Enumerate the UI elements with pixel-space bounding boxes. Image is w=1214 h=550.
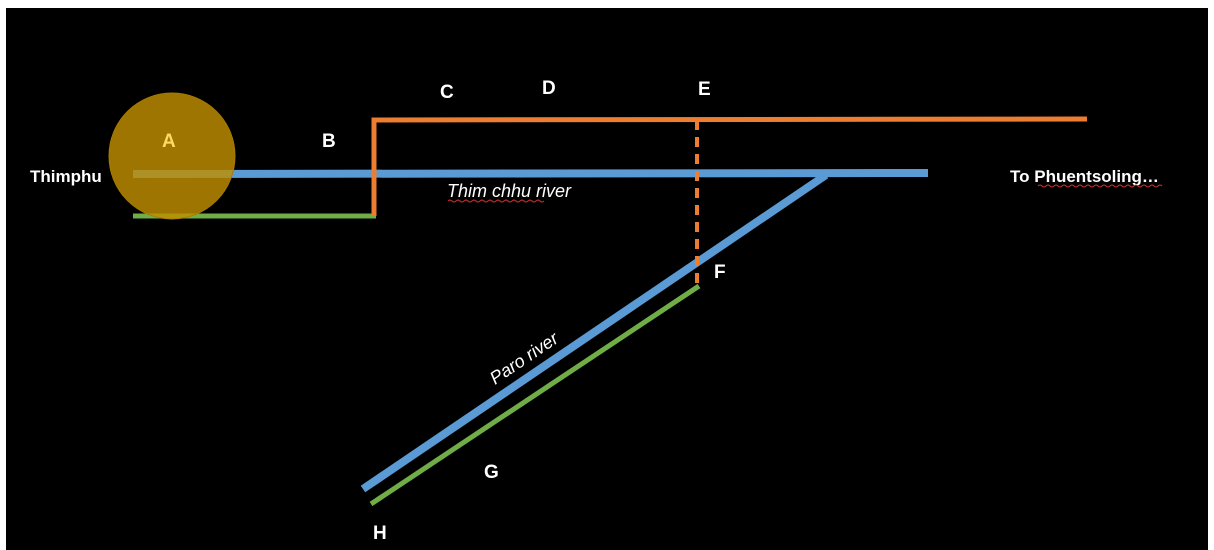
point-label-b: B [322, 131, 336, 152]
point-label-c: C [440, 82, 454, 103]
thim-chhu-river-line [132, 169, 929, 178]
paro-river-line [360, 171, 829, 493]
thimphu-area-circle [108, 92, 236, 220]
point-label-h: H [373, 523, 387, 544]
place-label-thimphu: Thimphu [30, 167, 102, 186]
phuentsholing-name: Phuentsoling… [1034, 167, 1159, 186]
to-prefix: To [1010, 167, 1034, 186]
orange-route-line [371, 116, 1088, 216]
point-label-g: G [484, 462, 499, 483]
diagram-canvas [6, 8, 1208, 550]
point-label-a: A [162, 131, 176, 152]
spellcheck-underline-phuentsholing [1037, 184, 1163, 188]
point-label-f: F [714, 262, 726, 283]
green-route-paro [369, 283, 701, 507]
river-label-thim-chhu: Thim chhu river [447, 181, 572, 201]
spellcheck-underline-thim-chhu [447, 199, 545, 203]
place-label-phuentsholing: To Phuentsoling… [1010, 167, 1159, 186]
point-label-e: E [698, 79, 711, 100]
point-label-d: D [542, 78, 556, 99]
